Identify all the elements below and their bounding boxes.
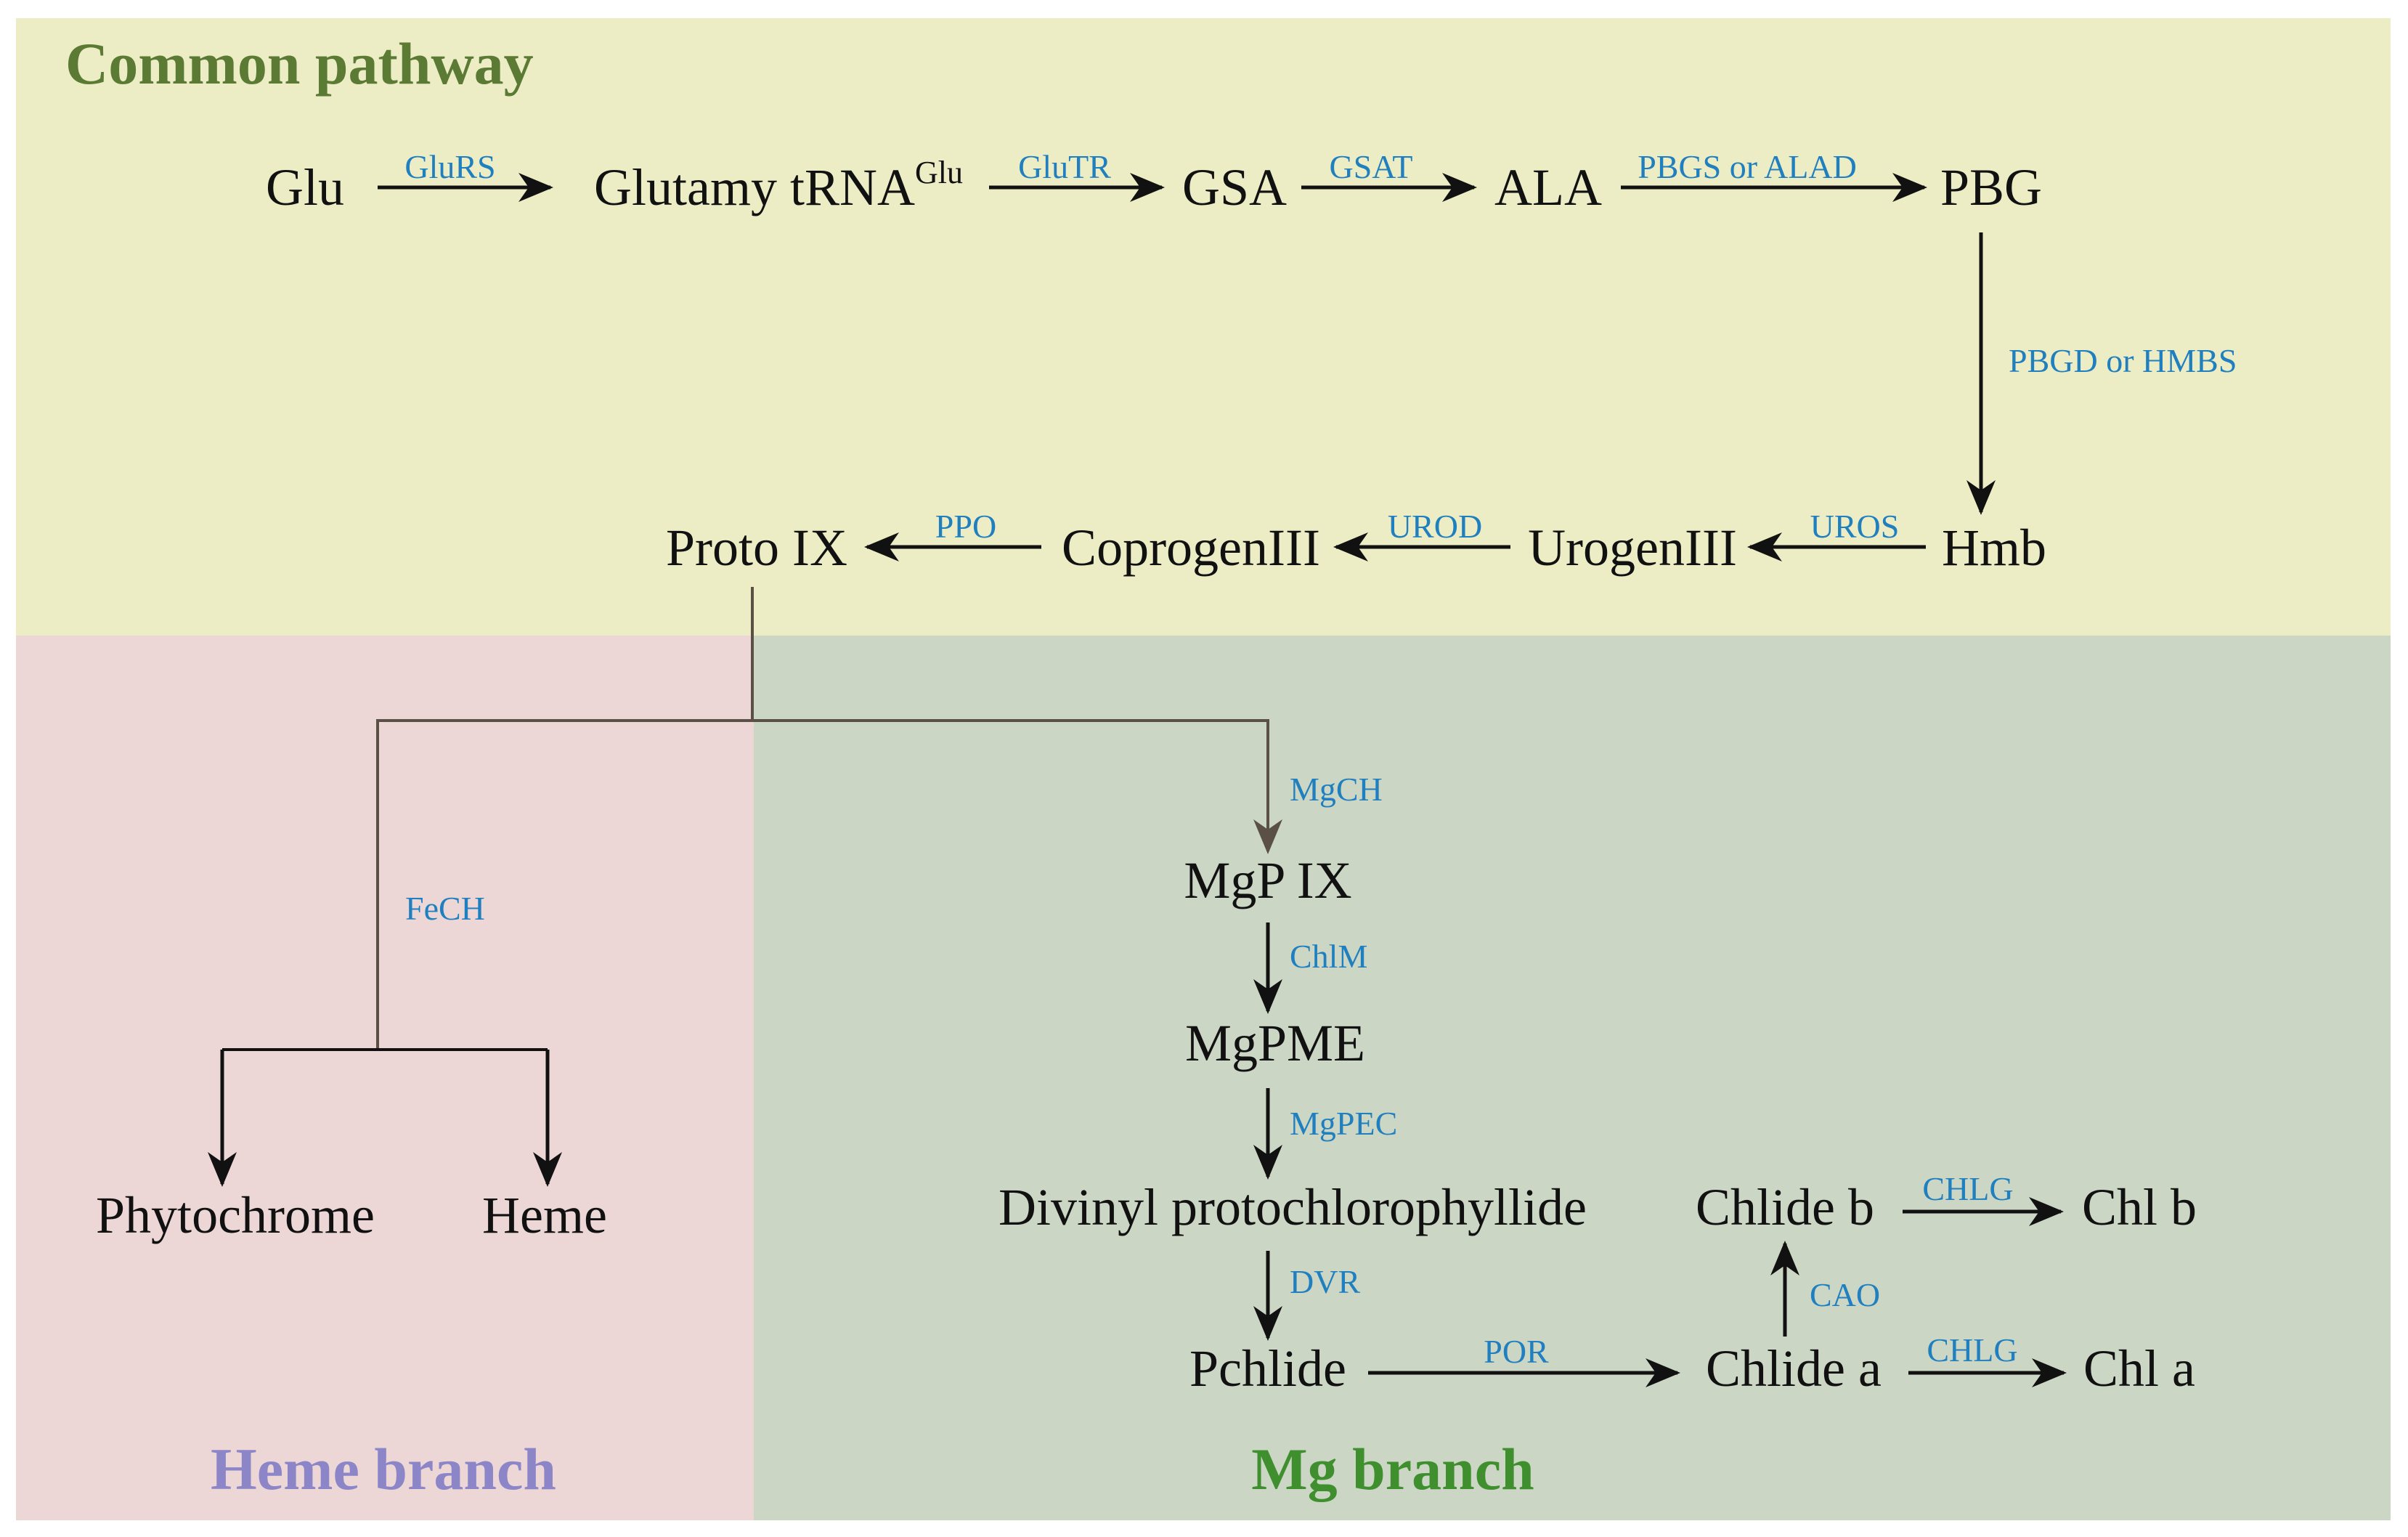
enzyme-uros: UROS: [1810, 508, 1900, 545]
node-divinyl: Divinyl protochlorophyllide: [998, 1178, 1587, 1236]
node-pbg: PBG: [1940, 158, 2042, 216]
node-chl-b: Chl b: [2082, 1178, 2197, 1236]
enzyme-cao: CAO: [1810, 1276, 1880, 1313]
connector-mg-branch: [752, 719, 1282, 854]
enzyme-glutr: GluTR: [1018, 148, 1111, 185]
enzyme-urod: UROD: [1388, 508, 1482, 545]
node-pchlide: Pchlide: [1189, 1339, 1346, 1398]
enzyme-chlg-b: CHLG: [1922, 1170, 2013, 1207]
mg-branch-title: Mg branch: [1251, 1436, 1534, 1502]
enzyme-por: POR: [1484, 1333, 1549, 1370]
enzyme-pbgs: PBGS or ALAD: [1638, 148, 1857, 185]
node-phytochrome: Phytochrome: [96, 1186, 375, 1244]
node-heme: Heme: [482, 1186, 607, 1244]
common-pathway-region: [16, 18, 2391, 636]
enzyme-dvr: DVR: [1290, 1263, 1360, 1300]
node-urogen: UrogenIII: [1528, 519, 1737, 577]
enzyme-chlg-a: CHLG: [1927, 1331, 2017, 1368]
connector-heme-branch: [376, 719, 752, 1050]
node-chlide-a: Chlide a: [1706, 1339, 1882, 1398]
enzyme-fech: FeCH: [405, 890, 485, 927]
enzyme-pbgd: PBGD or HMBS: [2009, 342, 2237, 379]
node-glu: Glu: [266, 158, 344, 216]
enzyme-mgch: MgCH: [1290, 771, 1383, 808]
heme-branch-region: [16, 636, 754, 1520]
heme-branch-title: Heme branch: [211, 1436, 556, 1502]
node-mgpme: MgPME: [1185, 1014, 1365, 1072]
node-chl-a: Chl a: [2083, 1339, 2195, 1398]
node-glutamyl-trna-superscript: Glu: [915, 155, 963, 190]
enzyme-gsat: GSAT: [1329, 148, 1412, 185]
node-coprogen: CoprogenIII: [1062, 519, 1320, 577]
enzyme-mgpec: MgPEC: [1290, 1105, 1397, 1142]
enzyme-ppo: PPO: [935, 508, 996, 545]
enzyme-glurs: GluRS: [404, 148, 495, 185]
node-ala: ALA: [1494, 158, 1602, 216]
node-hmb: Hmb: [1942, 519, 2046, 577]
node-glutamyl-trna-label: Glutamy tRNA: [594, 158, 915, 216]
node-mgp: MgP IX: [1184, 851, 1351, 909]
node-proto: Proto IX: [666, 519, 847, 577]
node-gsa: GSA: [1182, 158, 1287, 216]
node-chlide-b: Chlide b: [1696, 1178, 1874, 1236]
node-glutamyl-trna: Glutamy tRNAGlu: [594, 155, 963, 216]
enzyme-chlm: ChlM: [1290, 938, 1367, 975]
common-pathway-title: Common pathway: [65, 31, 534, 97]
